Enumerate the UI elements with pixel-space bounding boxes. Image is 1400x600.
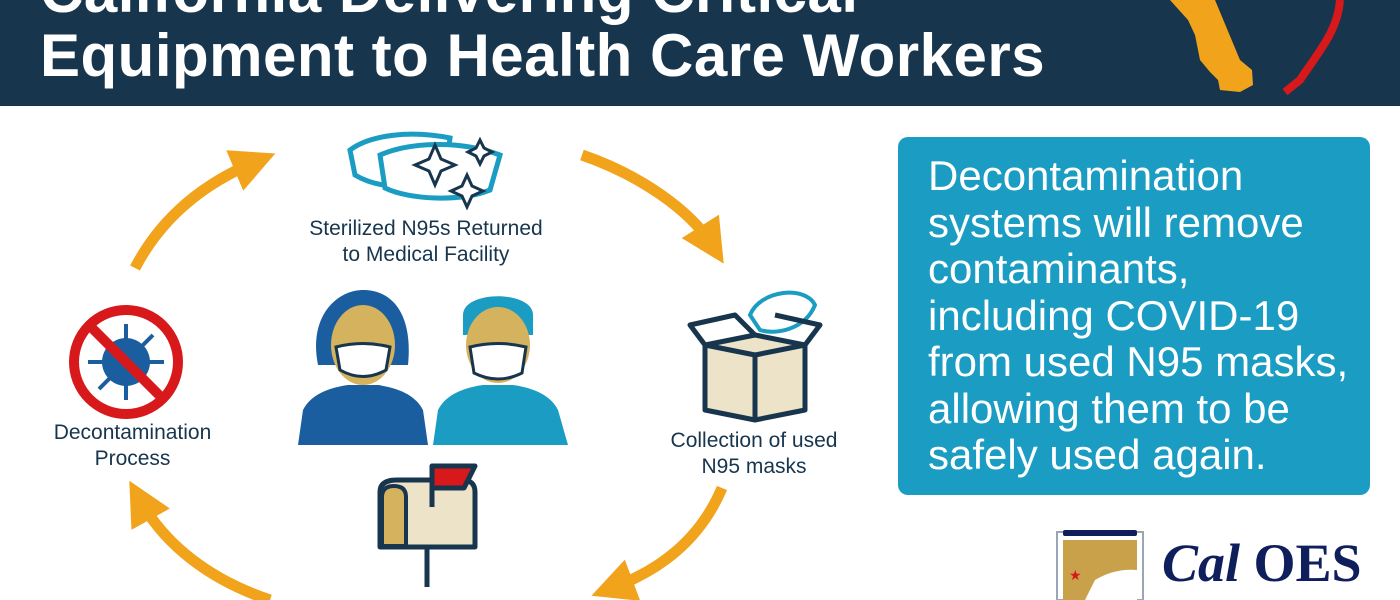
- cal-oes-logo: Cal OES: [1162, 535, 1362, 591]
- arrow-top-left: [130, 150, 276, 271]
- info-box-text: Decontamination systems will remove cont…: [928, 152, 1349, 479]
- info-box: Decontamination systems will remove cont…: [898, 137, 1370, 495]
- info-line: from used N95 masks,: [928, 338, 1349, 385]
- label-line: Decontamination: [53, 421, 212, 444]
- health-care-workers-icon: [298, 290, 568, 445]
- california-heart-icon: [1170, 0, 1344, 96]
- info-line: including COVID-19: [928, 291, 1300, 339]
- collection-box-icon: [687, 290, 823, 423]
- label-line: to Medical Facility: [342, 243, 510, 266]
- logo-cal: Cal: [1162, 533, 1241, 593]
- info-line: safely used again.: [928, 431, 1267, 478]
- svg-text:★: ★: [1069, 567, 1082, 583]
- info-line: contaminants,: [928, 245, 1190, 292]
- title-line-1: California Delivering Critical: [40, 0, 859, 22]
- cycle-arrows: [129, 149, 728, 600]
- label-line: Sterilized N95s Returned: [309, 217, 543, 240]
- arrow-top-right: [580, 149, 724, 264]
- info-line: Decontamination: [928, 152, 1244, 199]
- arrow-bottom-right: [591, 485, 728, 600]
- info-line: systems will remove: [928, 198, 1304, 246]
- info-line: allowing them to be: [928, 384, 1290, 432]
- header-banner: California Delivering Critical Equipment…: [0, 0, 1400, 106]
- sterilized-masks-icon: [347, 131, 504, 210]
- arrow-bottom-left: [129, 480, 272, 600]
- no-virus-icon: [69, 305, 183, 419]
- step-sterilized-label: Sterilized N95s Returned to Medical Faci…: [292, 216, 560, 268]
- step-decontamination-label: Decontamination Process: [20, 420, 245, 472]
- label-line: Process: [94, 447, 171, 470]
- cal-oes-seal-icon: ★: [1056, 530, 1144, 600]
- title-line-2: Equipment to Health Care Workers: [40, 22, 1046, 89]
- logo-oes: OES: [1253, 533, 1362, 593]
- label-line: N95 masks: [701, 455, 807, 478]
- step-collection-label: Collection of used N95 masks: [640, 428, 868, 480]
- mailbox-icon: [377, 463, 478, 587]
- label-line: Collection of used: [670, 429, 838, 452]
